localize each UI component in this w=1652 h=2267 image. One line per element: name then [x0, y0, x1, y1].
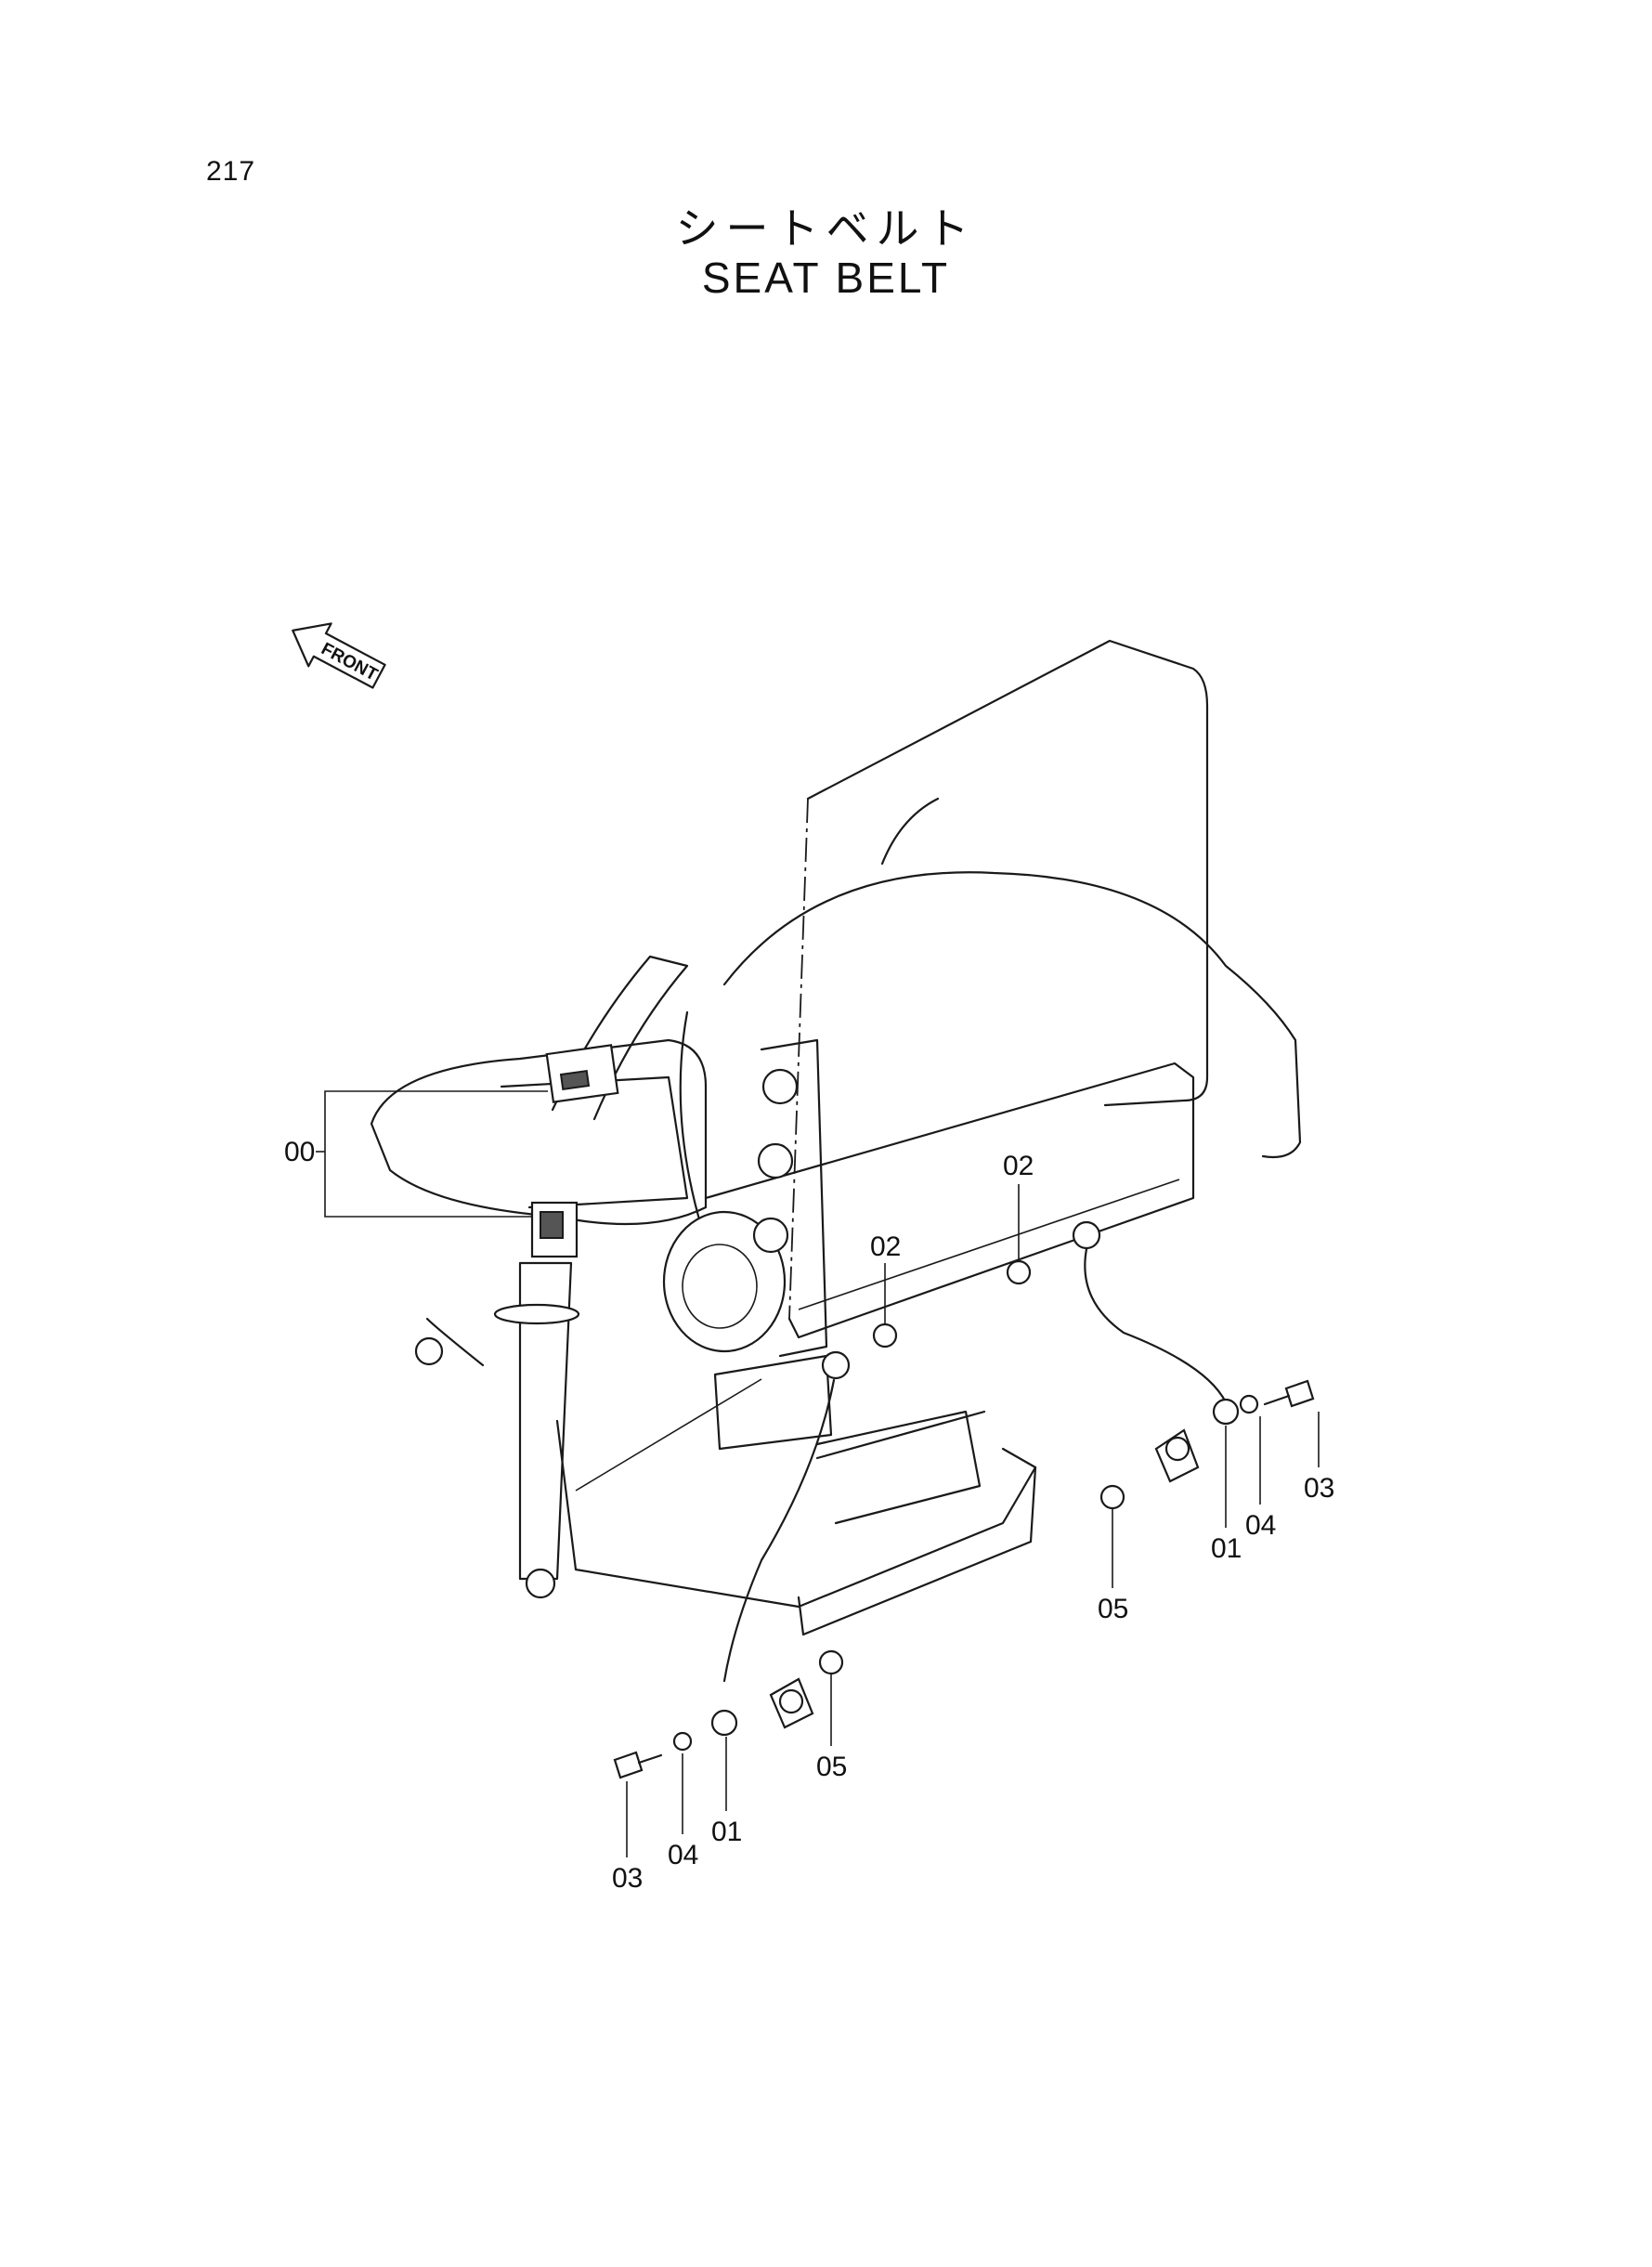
lever: [425, 1317, 485, 1367]
nut-02-right: [1006, 1259, 1032, 1285]
page-number: 217: [206, 156, 256, 187]
washer-right: [1239, 1394, 1259, 1414]
lower-frame: [555, 1419, 1037, 1609]
lower-frame-front: [797, 1466, 1037, 1636]
strap-right-lower-terminal: [1212, 1398, 1240, 1426]
callout-01-left: 01: [711, 1817, 742, 1847]
belt-anchor-bolt: [525, 1568, 556, 1599]
strap-left-lower-terminal: [710, 1709, 738, 1737]
seat-base-rail: [704, 1062, 1195, 1339]
ground-strap-right: [1072, 1220, 1315, 1510]
callout-00: 00: [284, 1137, 315, 1167]
suspension-bar: [815, 1410, 986, 1460]
nut-right: [1099, 1484, 1125, 1510]
callout-04-right: 04: [1245, 1510, 1276, 1541]
leader-00-lower: [324, 1152, 532, 1218]
front-arrow-icon: FRONT: [292, 622, 386, 689]
suspension-link: [815, 1410, 982, 1525]
strap-left-upper-terminal: [821, 1350, 851, 1380]
leader-00-upper: [324, 1090, 548, 1152]
seat-base-line: [798, 1179, 1180, 1310]
bolt-right-head: [1284, 1379, 1315, 1408]
seat-belt-assembly: [493, 955, 689, 1599]
nut-02-left: [872, 1322, 898, 1348]
side-adjuster-panel: [760, 1038, 828, 1358]
washer-left: [672, 1731, 693, 1752]
seat-cushion: [370, 1038, 708, 1226]
belt-lower-strap: [518, 1261, 573, 1581]
lever-knob: [414, 1336, 444, 1366]
belt-strap-loop: [493, 1303, 580, 1325]
callout-02-left: 02: [870, 1231, 901, 1262]
seat-back-dome: [722, 871, 1302, 1159]
title-english: SEAT BELT: [701, 254, 951, 302]
callout-02-right: 02: [1003, 1151, 1034, 1181]
belt-anchor-guide: [575, 1378, 762, 1492]
leader-lines: [316, 1090, 1320, 1857]
callout-04-left: 04: [668, 1840, 698, 1870]
strap-right-cable: [1084, 1247, 1228, 1404]
strap-left-cable: [722, 1378, 836, 1683]
headrest-curve: [880, 797, 940, 866]
title-japanese: シートベルト: [675, 203, 977, 254]
seat-left-contour: [679, 1010, 703, 1228]
ground-strap-left: [613, 1350, 851, 1779]
bolt-right-shank: [1263, 1394, 1291, 1406]
callout-05-right: 05: [1098, 1594, 1128, 1624]
seat-illustration: [370, 639, 1302, 1636]
strap-right-upper-terminal: [1072, 1220, 1101, 1250]
seat-back-edge: [788, 798, 809, 1320]
suspension-box: [713, 1354, 833, 1451]
callout-01-right: 01: [1211, 1533, 1242, 1564]
callout-labels: 00 02 02 03 04 01 05 05 01 04 03: [284, 1137, 1334, 1894]
bolt-left-shank: [637, 1753, 663, 1765]
bolt-left-head: [613, 1751, 644, 1779]
nut-left: [818, 1649, 844, 1675]
callout-03-right: 03: [1304, 1473, 1334, 1504]
callout-05-left: 05: [816, 1752, 847, 1782]
callout-03-left: 03: [612, 1863, 643, 1894]
